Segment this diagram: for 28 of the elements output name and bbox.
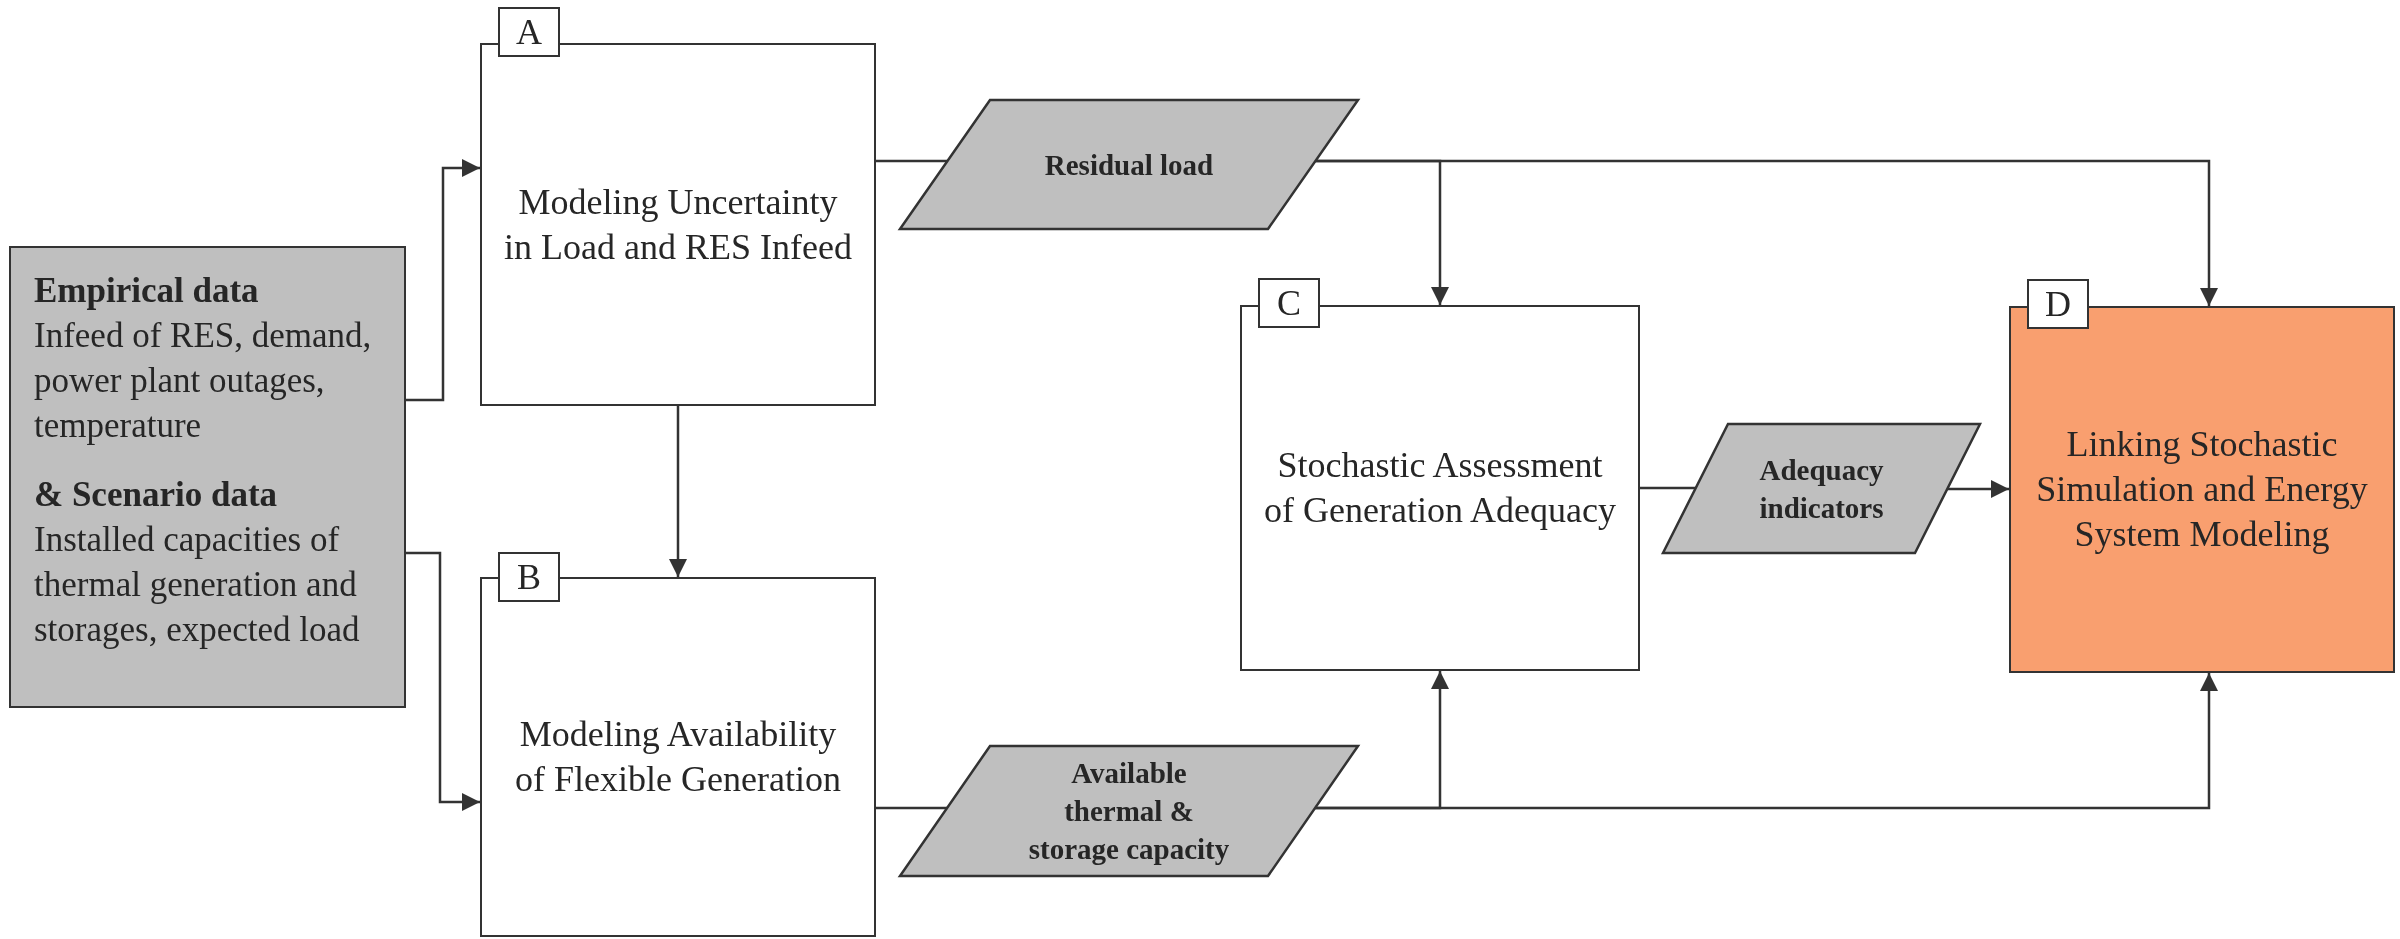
arrow (1315, 673, 2218, 810)
step-letter: D (2027, 278, 2089, 329)
data-parallelogram (900, 100, 1358, 229)
connector-line (876, 806, 948, 810)
connector-line (876, 159, 948, 163)
step-letter: C (1258, 277, 1320, 328)
arrow (406, 551, 480, 811)
process-label: Modeling Availability of Flexible Generation (514, 713, 842, 801)
input-data-box (9, 246, 406, 708)
block-heading: & Scenario data (34, 474, 278, 516)
step-letter: A (498, 6, 560, 57)
arrow (1315, 159, 2218, 306)
arrow (669, 406, 687, 577)
data-parallelogram (1663, 424, 1980, 553)
arrow (406, 159, 480, 402)
process-label: Modeling Uncertainty in Load and RES Infeed (503, 180, 853, 269)
connector-line (1640, 486, 1696, 490)
block-text: Installed capacities of thermal generation and storages, expected load (34, 519, 361, 651)
block-heading: Empirical data (34, 270, 259, 312)
data-label: Available thermal & storage capacity (1027, 756, 1231, 867)
block-text: Infeed of RES, demand, power plant outages, temperature (34, 315, 373, 447)
data-label: Residual load (1043, 147, 1215, 183)
data-parallelogram (900, 746, 1358, 876)
process-label: Stochastic Assessment of Generation Adequacy (1263, 444, 1617, 532)
process-label: Linking Stochastic Simulation and Energy System Modeling (2035, 423, 2369, 556)
data-label: Adequacy indicators (1758, 452, 1885, 526)
arrow (1947, 480, 2009, 498)
step-letter: B (498, 551, 560, 602)
